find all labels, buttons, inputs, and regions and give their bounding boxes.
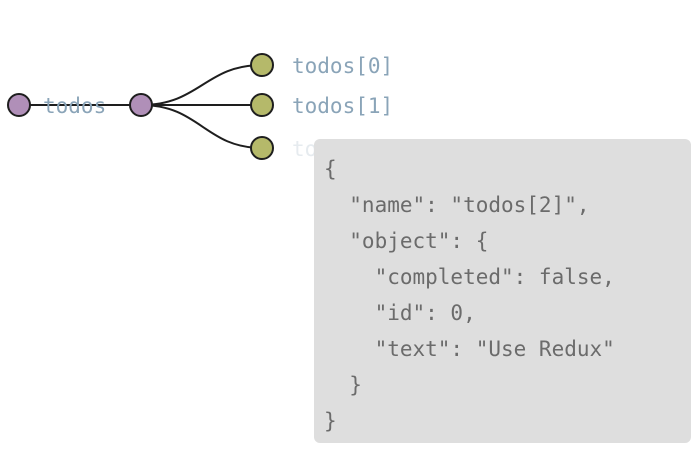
tooltip-line: "object": { xyxy=(324,229,489,253)
tooltip-line: { xyxy=(324,157,337,181)
tooltip-json: { "name": "todos[2]", "object": { "compl… xyxy=(324,151,691,439)
node-root-left[interactable] xyxy=(7,93,31,117)
node-label-todos-1: todos[1] xyxy=(292,94,393,118)
node-todos[interactable] xyxy=(129,93,153,117)
tooltip-line: "id": 0, xyxy=(324,301,476,325)
tooltip-line: } xyxy=(324,373,362,397)
tooltip-line: "completed": false, xyxy=(324,265,615,289)
node-todos-1[interactable] xyxy=(250,93,274,117)
node-todos-2[interactable] xyxy=(250,136,274,160)
node-label-todos-0: todos[0] xyxy=(292,54,393,78)
tooltip-line: "name": "todos[2]", xyxy=(324,193,590,217)
node-label-todos: todos xyxy=(43,94,106,118)
tooltip-line: "text": "Use Redux" xyxy=(324,337,615,361)
link-todos-0 xyxy=(140,64,263,106)
tooltip-line: } xyxy=(324,409,337,433)
node-todos-0[interactable] xyxy=(250,53,274,77)
node-tooltip: { "name": "todos[2]", "object": { "compl… xyxy=(314,139,691,443)
link-todos-2 xyxy=(140,104,263,149)
